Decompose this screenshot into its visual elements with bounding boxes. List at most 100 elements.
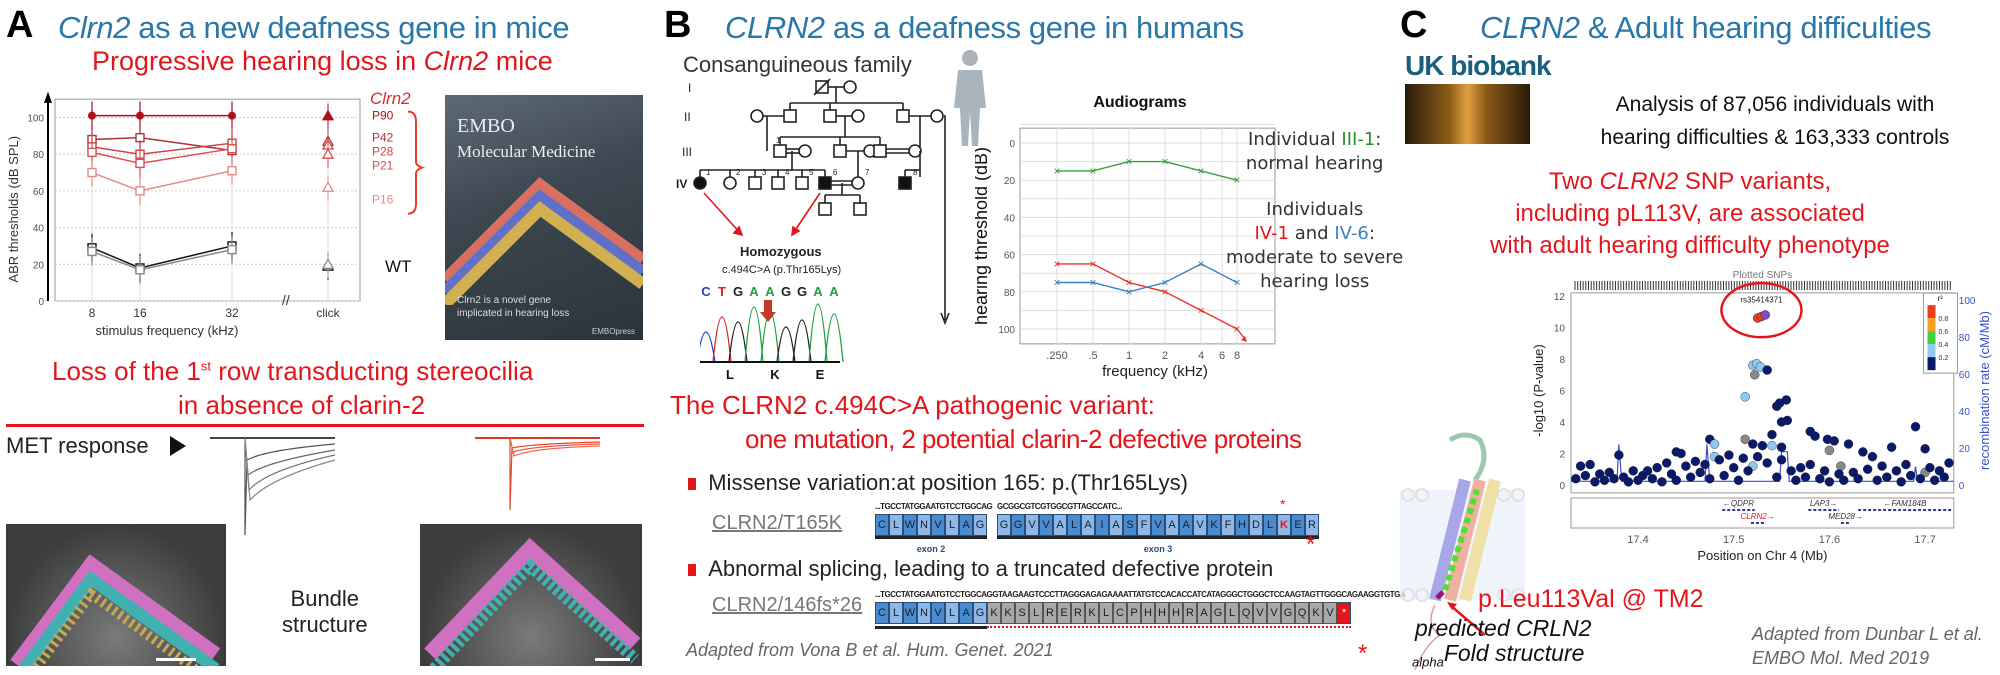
amino-acid-residue: C <box>875 602 889 624</box>
label-text: CLRN2/T165K <box>712 512 843 534</box>
amino-acid-residue: V <box>1193 514 1207 536</box>
data-point-x: × <box>1161 155 1168 169</box>
legend-label: 0.8 <box>1939 316 1949 323</box>
snp-point <box>1695 467 1705 478</box>
snp-point <box>1666 469 1677 479</box>
snp-point <box>1740 434 1750 445</box>
annot-moderate-severe: moderate to severe <box>1226 247 1404 268</box>
gene-label: ←QDPR <box>1723 499 1754 508</box>
text: Two <box>1548 168 1600 195</box>
x-tick-label: 17.5 <box>1723 534 1744 546</box>
met-response-label: MET response <box>6 433 149 458</box>
amino-acid-residue: G <box>1011 514 1025 536</box>
base-letter: T <box>718 284 726 299</box>
x-tick-label: 1 <box>1126 350 1132 362</box>
snp-point <box>1671 475 1681 485</box>
snp-point <box>1862 464 1873 474</box>
audiogram-annotations: Individual III-1: normal hearing Individ… <box>1226 128 1403 294</box>
snp-point <box>1901 459 1911 470</box>
data-point-x: × <box>1125 285 1132 299</box>
label-line: Bundle <box>290 586 360 611</box>
generation-label: IV <box>676 177 687 191</box>
legend-title: Clrn2 <box>370 89 411 108</box>
amino-acid-residue: R <box>1043 602 1057 624</box>
snp-point <box>1719 470 1729 481</box>
snp-point <box>1886 442 1897 452</box>
snp-point <box>1776 442 1787 452</box>
snp-point <box>1709 439 1720 449</box>
annot-individuals: Individuals <box>1266 199 1364 220</box>
snp-point <box>1791 475 1801 485</box>
annot-normal-hearing: normal hearing <box>1245 153 1384 174</box>
family-label: Consanguineous family <box>683 52 912 77</box>
trace-peak <box>744 306 764 363</box>
x-tick-label: .5 <box>1088 350 1097 362</box>
stereocilia-loss-line2: in absence of clarin-2 <box>178 390 426 420</box>
gene-name: Clrn2 <box>58 10 131 45</box>
locuszoom-manhattan-plot: Plotted SNPs024681012020406080100-log10 … <box>1531 270 1992 563</box>
snp-point <box>1853 473 1863 484</box>
legend-swatch <box>1927 318 1936 332</box>
individual-number: 7 <box>865 168 870 177</box>
individual-number: 3 <box>762 168 767 177</box>
legend-title: r² <box>1938 294 1944 303</box>
panel-b-letter: B <box>664 4 692 46</box>
gene-name: CLRN2 <box>1480 10 1580 45</box>
stereocilia-rows-wt <box>10 554 221 666</box>
amino-acid-residue: F <box>1137 514 1151 536</box>
snp-point <box>1676 448 1686 459</box>
amino-acid-residue: N <box>917 602 931 624</box>
snp-point <box>1872 475 1882 485</box>
legend-swatch <box>1927 305 1936 319</box>
snp-point <box>1762 458 1772 468</box>
bullet-icon <box>688 564 696 576</box>
pedigree-diagram: I II III IV 1 1 2 3 4 5 6 7 8 <box>676 78 950 326</box>
amino-acid-residue: G <box>973 514 987 536</box>
top-label: Plotted SNPs <box>1733 270 1792 281</box>
snp-point <box>1662 458 1672 468</box>
exon3-label: exon 3 <box>1143 544 1173 554</box>
label-text: CLRN2/146fs*26 <box>712 594 863 616</box>
snp-point <box>1772 472 1782 482</box>
amino-acid-residue: D <box>1249 514 1263 536</box>
amino-acid-residue: A <box>959 514 973 536</box>
text: Individual <box>1248 129 1342 150</box>
snp-point <box>1690 456 1701 467</box>
snp-line-3: with adult hearing difficulty phenotype <box>1490 232 1890 259</box>
y-tick-label: 0 <box>38 297 44 308</box>
superscript: st <box>200 358 212 374</box>
snp-point <box>1882 472 1892 482</box>
y-right-tick-label: 60 <box>1959 370 1971 381</box>
x-tick-label: 17.6 <box>1819 534 1840 546</box>
y-tick-label: 100 <box>998 325 1015 336</box>
structure-label-2: alphaFold structure <box>1412 641 1584 675</box>
citation-line: EMBO Mol. Med 2019 <box>1752 648 1930 668</box>
snp-point <box>1800 472 1811 482</box>
snp-point <box>1575 461 1586 471</box>
base-letter: A <box>765 284 775 299</box>
snp-point <box>1776 455 1787 465</box>
amino-acid-residue: V <box>1267 602 1281 624</box>
met-traces-wt <box>210 437 336 536</box>
seq2-alignment: ...TGCCTATGGAATGTCCTGGCAGGTAAGAAGTCCCTTA… <box>875 590 1406 629</box>
y-right-tick-label: 40 <box>1959 407 1971 418</box>
data-point <box>87 167 97 178</box>
title-text: as a new deafness gene in mice <box>130 10 570 45</box>
bullet-text: Missense variation:at position 165: p.(T… <box>708 470 1188 495</box>
text: Loss of the 1 <box>52 356 201 386</box>
snp-point <box>1752 451 1763 462</box>
seq2-label: CLRN2/146fs*26 <box>712 594 862 617</box>
homozygous-label: Homozygous <box>740 244 822 259</box>
base-letter: A <box>749 284 759 299</box>
snp-point <box>1681 461 1691 471</box>
x-tick-label: click <box>316 306 340 320</box>
snp-point <box>1925 462 1935 473</box>
gene-name: CLRN2 <box>1599 168 1679 195</box>
base-letter: A <box>813 284 823 299</box>
snp-point <box>1750 370 1760 380</box>
snp-point <box>1939 472 1949 482</box>
citation-dunbar: Adapted from Dunbar L et al. EMBO Mol. M… <box>1752 622 1983 670</box>
amino-acid-residue: C <box>1113 602 1127 624</box>
